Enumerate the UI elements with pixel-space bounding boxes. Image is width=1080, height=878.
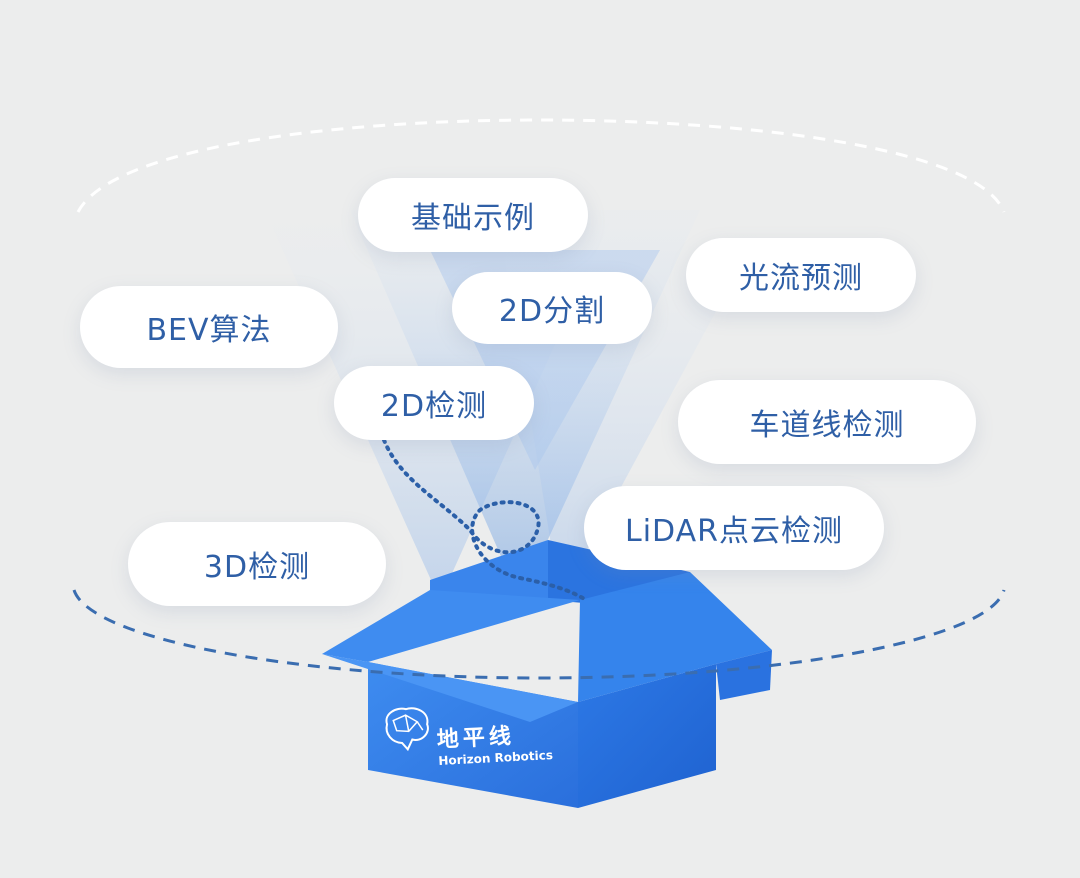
- box-side: [578, 664, 716, 808]
- module-lane-detection: 车道线检测: [678, 380, 976, 464]
- module-optical-flow: 光流预测: [686, 238, 916, 312]
- module-bev: BEV算法: [80, 286, 338, 368]
- brain-logo-icon: [385, 707, 429, 752]
- module-lidar-detection: LiDAR点云检测: [584, 486, 884, 570]
- orbit-bottom-dashed: [72, 589, 1006, 680]
- box-flap-top-right: [578, 572, 772, 702]
- orbit-top-dashed: [76, 118, 1006, 213]
- module-2d-detection: 2D检测: [334, 366, 534, 440]
- logo-name-cn: 地平线: [436, 723, 516, 753]
- dotted-trail: [382, 438, 588, 602]
- box-flap-right: [716, 650, 772, 700]
- module-3d-detection: 3D检测: [128, 522, 386, 606]
- module-2d-segmentation: 2D分割: [452, 272, 652, 344]
- box-flap-top-left: [322, 590, 580, 662]
- module-basic-examples: 基础示例: [358, 178, 588, 252]
- box-flap-front-left: [322, 654, 578, 722]
